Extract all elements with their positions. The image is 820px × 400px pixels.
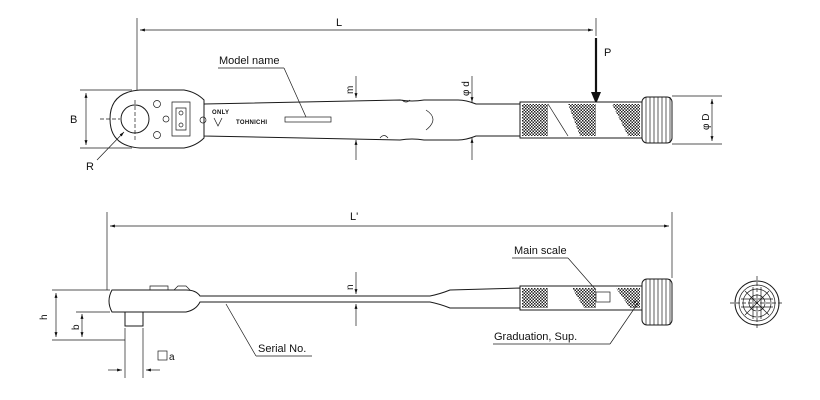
- brand-name-text: TOHNICHI: [236, 120, 267, 126]
- force-P: P: [591, 38, 611, 104]
- dimension-m: m: [345, 76, 358, 160]
- dim-B-label: B: [70, 114, 77, 126]
- serial-no-label: Serial No.: [258, 343, 306, 355]
- dim-m-label: m: [345, 86, 356, 94]
- force-P-label: P: [604, 47, 611, 59]
- serial-no-callout: Serial No.: [225, 303, 312, 357]
- graduation-label: Graduation, Sup.: [494, 331, 577, 343]
- dim-phi-D-label: φ D: [701, 114, 712, 130]
- dim-phi-d-label: φ d: [461, 81, 472, 96]
- dimension-L-prime: L': [106, 211, 673, 290]
- graduation-callout: Graduation, Sup.: [493, 305, 637, 345]
- side-view: L': [39, 211, 673, 378]
- dimension-B: B: [70, 89, 132, 149]
- dim-L-prime-label: L': [350, 211, 358, 223]
- dim-a-label: a: [169, 352, 175, 363]
- dimension-phi-D: φ D: [672, 95, 722, 145]
- ratchet-head: [100, 89, 205, 149]
- knob-side: [641, 278, 673, 326]
- main-scale-callout: Main scale: [512, 245, 597, 291]
- dimension-L: L: [136, 17, 597, 90]
- top-view: L P B: [70, 17, 722, 173]
- shaft-side: [108, 285, 521, 327]
- main-scale-label: Main scale: [514, 245, 567, 257]
- dimension-a: a: [108, 328, 175, 378]
- grip-side: [519, 285, 643, 311]
- end-view: [730, 276, 784, 330]
- grip-top: [519, 101, 643, 139]
- dimension-R: R: [86, 131, 125, 173]
- dim-b-label: b: [71, 324, 82, 330]
- model-name-callout: Model name: [218, 55, 307, 118]
- dimension-n: n: [345, 272, 358, 326]
- model-name-label: Model name: [219, 55, 280, 67]
- dimension-h: h: [39, 289, 125, 341]
- dimension-phi-d: φ d: [461, 76, 474, 160]
- dim-n-label: n: [345, 284, 356, 290]
- dim-L-label: L: [336, 17, 342, 29]
- dim-R-label: R: [86, 161, 94, 173]
- shaft-top: ONLY TOHNICHI: [199, 99, 521, 141]
- dimension-b: b: [71, 311, 110, 337]
- brand-only-text: ONLY: [212, 110, 229, 116]
- knob-top: [641, 96, 673, 144]
- dim-h-label: h: [39, 314, 50, 320]
